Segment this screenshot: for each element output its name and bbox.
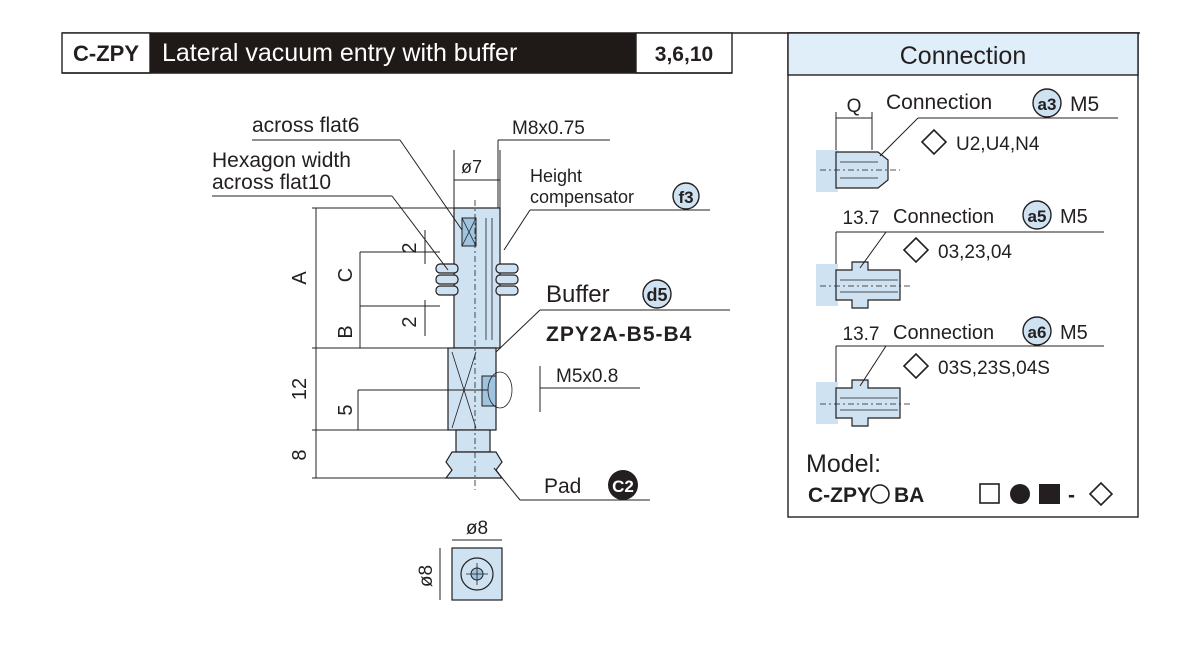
badge-f3-text: f3 (678, 188, 693, 207)
badge-c2-text: C2 (612, 477, 634, 496)
label-hexagon-width: Hexagon width (212, 149, 351, 172)
diamond-a6 (902, 352, 930, 380)
dim-two-lower: 2 (399, 316, 421, 327)
fitting-a6 (835, 379, 901, 427)
model-prefix: C-ZPY (808, 484, 871, 507)
dim-eight: 8 (289, 449, 311, 460)
badge-a3 (1032, 88, 1062, 118)
conn-a5-dim: 13.7 (843, 208, 880, 229)
conn-a6-thread: M5 (1060, 322, 1088, 344)
dim-b: B (335, 325, 357, 338)
label-compensator: compensator (530, 187, 634, 207)
label-buffer: Buffer (546, 281, 610, 308)
connection-item-a6: 13.7 Connection a6 M5 03S,23S,04S (816, 316, 1104, 427)
side-port (481, 375, 497, 407)
badge-d5 (642, 279, 672, 309)
conn-a5-thread: M5 (1060, 206, 1088, 228)
model-code: Model: C-ZPY BA - (806, 450, 1114, 507)
dim-two-upper: 2 (399, 242, 421, 253)
conn-a3-label: Connection (886, 91, 992, 114)
diamond-a5 (902, 236, 930, 264)
label-thread-top: M8x0.75 (512, 118, 585, 139)
dim-c: C (335, 268, 357, 282)
connection-header (787, 32, 1139, 76)
label-across-flat6: across flat6 (252, 114, 359, 137)
conn-a3-thread: M5 (1070, 93, 1099, 116)
label-diameter-top: ø7 (461, 157, 482, 177)
model-placeholder-square-filled (1039, 484, 1060, 504)
badge-a6-text: a6 (1028, 323, 1047, 342)
badge-a5-text: a5 (1028, 207, 1047, 226)
conn-a6-label: Connection (893, 322, 994, 344)
model-placeholder-square-open (979, 483, 1000, 504)
badge-f3 (672, 182, 700, 210)
dim-bottom-height: ø8 (416, 565, 437, 587)
diamond-a3 (920, 128, 948, 156)
dim-five: 5 (335, 404, 357, 415)
badge-d5-text: d5 (646, 285, 667, 305)
part-drawing (212, 139, 730, 601)
title-description: Lateral vacuum entry with buffer (162, 39, 517, 67)
badge-a6 (1022, 316, 1052, 346)
model-ba: BA (894, 484, 924, 507)
dim-bottom-width: ø8 (466, 518, 488, 539)
conn-a6-dim: 13.7 (843, 324, 880, 345)
model-size-placeholder-circle (870, 484, 890, 504)
badge-a5 (1022, 200, 1052, 230)
dim-twelve: 12 (289, 378, 311, 400)
badge-a3-text: a3 (1038, 95, 1057, 114)
label-buffer-model: ZPY2A-B5-B4 (546, 323, 692, 346)
model-label: Model: (806, 450, 881, 478)
series-code: C-ZPY (73, 41, 139, 66)
model-placeholder-diamond (1088, 481, 1114, 507)
conn-a3-dim: Q (847, 96, 862, 117)
model-dash: - (1068, 484, 1075, 507)
connection-item-a3: Q Connection a3 M5 U2,U4,N4 (816, 88, 1118, 192)
conn-a3-options: U2,U4,N4 (956, 134, 1040, 155)
title-sizes: 3,6,10 (655, 43, 713, 66)
label-across-flat10: across flat10 (212, 171, 331, 194)
hex-nut-right (495, 263, 519, 296)
conn-a6-options: 03S,23S,04S (938, 358, 1050, 379)
hex-nut-left (435, 263, 459, 296)
connection-item-a5: 13.7 Connection a5 M5 03,23,04 (816, 200, 1104, 309)
model-placeholder-circle-filled (1010, 484, 1030, 504)
conn-a5-label: Connection (893, 206, 994, 228)
pad-bellows (444, 451, 504, 479)
label-height: Height (530, 166, 582, 186)
label-pad: Pad (544, 475, 581, 498)
label-thread-side: M5x0.8 (556, 366, 618, 387)
dim-a: A (289, 271, 311, 285)
conn-a5-options: 03,23,04 (938, 242, 1012, 263)
connection-header-text: Connection (900, 42, 1026, 70)
lower-neck (455, 429, 491, 453)
badge-c2 (608, 470, 638, 500)
title-bar: C-ZPY Lateral vacuum entry with buffer 3… (61, 32, 1140, 74)
description-box (150, 33, 636, 73)
sizes-box (635, 32, 733, 74)
drawing-labels: across flat6 Hexagon width across flat10… (212, 114, 700, 587)
fitting-a5 (835, 261, 901, 309)
connection-panel: Connection Q Connection a3 M5 U2,U4,N4 (787, 32, 1139, 518)
